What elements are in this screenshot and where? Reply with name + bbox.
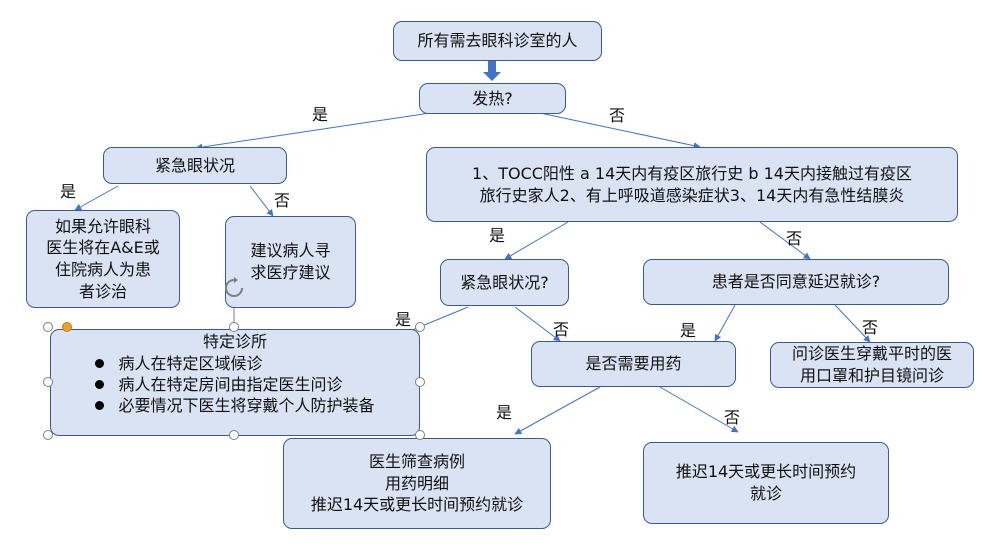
node-text-line: 用口罩和护目镜问诊 xyxy=(799,366,944,385)
rotate-icon[interactable] xyxy=(223,277,245,299)
node-text-line: 建议病人寻 xyxy=(250,241,331,261)
resize-handle-bottom[interactable] xyxy=(229,430,239,440)
resize-handle-bottom-left[interactable] xyxy=(43,430,53,440)
resize-handle-right[interactable] xyxy=(415,377,425,387)
edge-em1-no xyxy=(249,185,274,217)
edge-tocc-yes xyxy=(504,221,569,260)
resize-handle-top[interactable] xyxy=(229,322,239,332)
node-screen[interactable]: 医生筛查病例用药明细推迟14天或更长时间预约就诊 xyxy=(283,438,551,529)
node-advise[interactable]: 建议病人寻求医疗建议 xyxy=(225,216,356,308)
special-clinic-title: 特定诊所 xyxy=(202,332,267,351)
node-text-line: 就诊 xyxy=(749,484,782,503)
special-clinic-bullets: 病人在特定区域候诊 病人在特定房间由指定医生问诊 必要情况下医生将穿戴个人防护装… xyxy=(95,353,375,416)
resize-handle-top-right[interactable] xyxy=(415,322,425,332)
special-bullet: 病人在特定房间由指定医生问诊 xyxy=(95,374,374,395)
node-text-line: 推迟14天或更长时间预约就诊 xyxy=(310,495,524,515)
node-text-line: 医生筛查病例 xyxy=(368,452,465,472)
node-ae[interactable]: 如果允许眼科医生将在A&E或住院病人为患者诊治 xyxy=(26,210,180,308)
node-text-line: 1、TOCC阳性 a 14天内有疫区旅行史 b 14天内接触过有疫区 xyxy=(472,163,912,183)
node-tocc[interactable]: 1、TOCC阳性 a 14天内有疫区旅行史 b 14天内接触过有疫区旅行史家人2… xyxy=(426,147,958,222)
node-text-line: 用药明细 xyxy=(384,473,449,493)
bullet-icon xyxy=(95,379,105,389)
resize-handle-top-left[interactable] xyxy=(43,322,53,332)
node-text-line: 是否需要用药 xyxy=(585,354,682,374)
node-start[interactable]: 所有需去眼科诊室的人 xyxy=(393,21,602,61)
resize-handle-left[interactable] xyxy=(43,377,53,387)
node-postpone[interactable]: 推迟14天或更长时间预约就诊 xyxy=(643,442,889,524)
node-emergency-1[interactable]: 紧急眼状况 xyxy=(103,147,287,184)
node-consult[interactable]: 问诊医生穿戴平时的医用口罩和护目镜问诊 xyxy=(770,342,974,388)
label-fever-no: 否 xyxy=(609,106,626,125)
node-text-line: 者诊治 xyxy=(78,281,127,301)
adjust-handle[interactable] xyxy=(62,322,72,332)
edge-em1-yes xyxy=(74,185,119,211)
node-text-line: 紧急眼状况? xyxy=(460,272,549,292)
node-fever[interactable]: 发热? xyxy=(419,83,566,114)
label-fever-yes: 是 xyxy=(312,105,329,124)
node-text-line: 住院病人为患 xyxy=(54,260,151,279)
edge-fever-no xyxy=(539,112,701,150)
edge-em2-no xyxy=(514,306,561,342)
down-arrow-icon xyxy=(483,61,501,81)
node-emergency-2[interactable]: 紧急眼状况? xyxy=(440,259,569,306)
label-tocc-yes: 是 xyxy=(489,226,506,245)
label-tocc-no: 否 xyxy=(786,229,803,248)
label-em1-yes: 是 xyxy=(60,182,77,201)
resize-handle-bottom-right[interactable] xyxy=(415,430,425,440)
label-med-yes: 是 xyxy=(496,403,513,422)
edge-fever-yes xyxy=(195,112,431,151)
special-bullet: 必要情况下医生将穿戴个人防护装备 xyxy=(95,395,375,416)
label-med-no: 否 xyxy=(724,408,741,427)
edge-delay-yes xyxy=(714,304,736,342)
node-text-line: 患者是否同意延迟就诊? xyxy=(711,272,881,292)
node-text-line: 所有需去眼科诊室的人 xyxy=(417,31,578,51)
edge-med-no xyxy=(659,386,739,433)
node-text-line: 医生将在A&E或 xyxy=(46,238,160,258)
node-special-clinic[interactable]: 特定诊所 病人在特定区域候诊 病人在特定房间由指定医生问诊 必要情况下医生将穿戴… xyxy=(50,329,420,436)
node-text-line: 发热? xyxy=(472,88,513,108)
label-em1-no: 否 xyxy=(274,191,291,210)
label-em2-no: 否 xyxy=(553,320,570,339)
node-text-line: 推迟14天或更长时间预约 xyxy=(675,462,857,482)
edge-med-yes xyxy=(514,386,601,435)
label-delay-no: 否 xyxy=(862,318,879,337)
node-text-line: 求医疗建议 xyxy=(250,263,331,282)
edge-tocc-no xyxy=(759,221,811,260)
node-delay[interactable]: 患者是否同意延迟就诊? xyxy=(643,259,949,305)
node-text-line: 问诊医生穿戴平时的医 xyxy=(791,344,952,364)
node-text-line: 如果允许眼科 xyxy=(54,216,151,236)
node-text-line: 紧急眼状况 xyxy=(154,155,235,175)
special-bullet: 病人在特定区域候诊 xyxy=(95,353,374,374)
label-em2-yes: 是 xyxy=(395,310,412,329)
bullet-icon xyxy=(95,400,105,410)
node-need-med[interactable]: 是否需要用药 xyxy=(531,341,736,387)
bullet-icon xyxy=(95,358,105,368)
node-text-line: 旅行史家人2、有上呼吸道感染症状3、14天内有急性结膜炎 xyxy=(479,185,905,205)
label-delay-yes: 是 xyxy=(680,321,697,340)
edge-delay-no xyxy=(834,304,871,343)
